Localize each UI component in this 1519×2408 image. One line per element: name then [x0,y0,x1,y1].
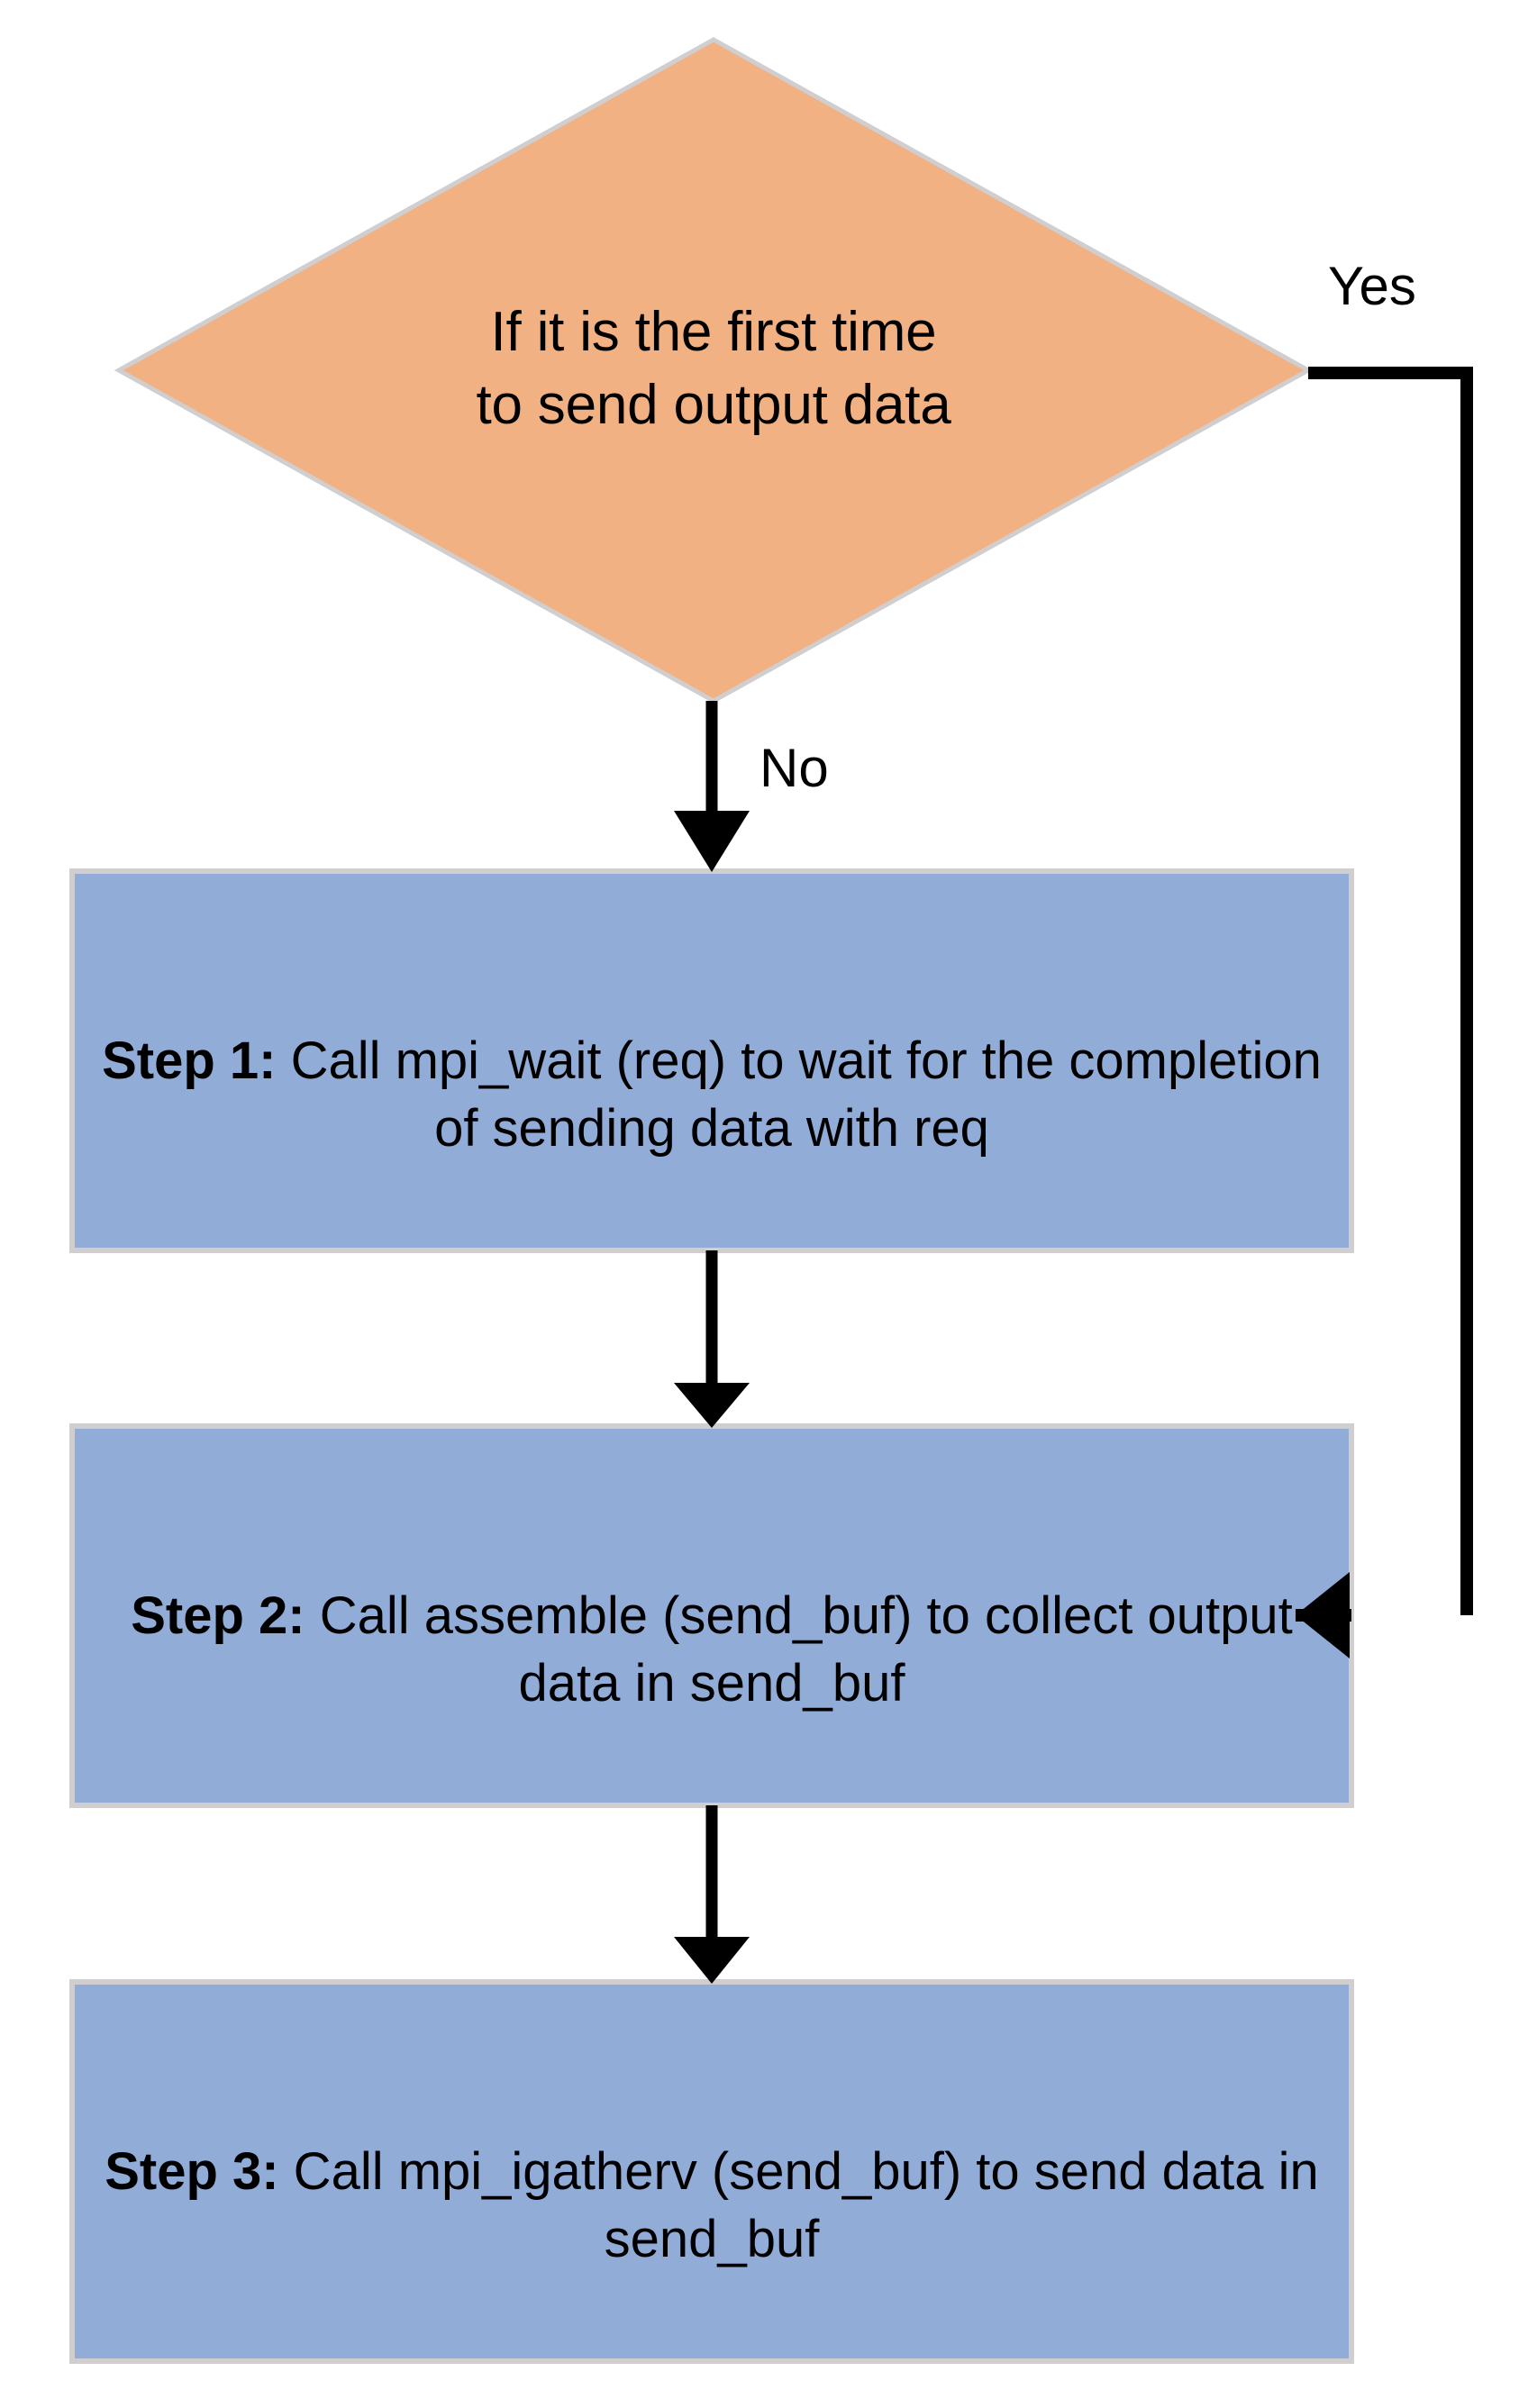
connector-step1-to-step2 [674,1250,750,1428]
step-1-box-shape[interactable] [69,868,1354,1253]
connector-step2-to-step3 [674,1805,750,1984]
edge-label-yes: Yes [1328,256,1416,316]
edge-label-no: No [760,738,829,798]
connector-decision-to-step1 [674,701,750,872]
step-2-box-shape[interactable] [69,1423,1354,1808]
step-3-box-shape[interactable] [69,1979,1354,2364]
decision-diamond-shape[interactable] [114,37,1314,704]
connector-decision-to-step2-yes [1296,367,1473,1658]
